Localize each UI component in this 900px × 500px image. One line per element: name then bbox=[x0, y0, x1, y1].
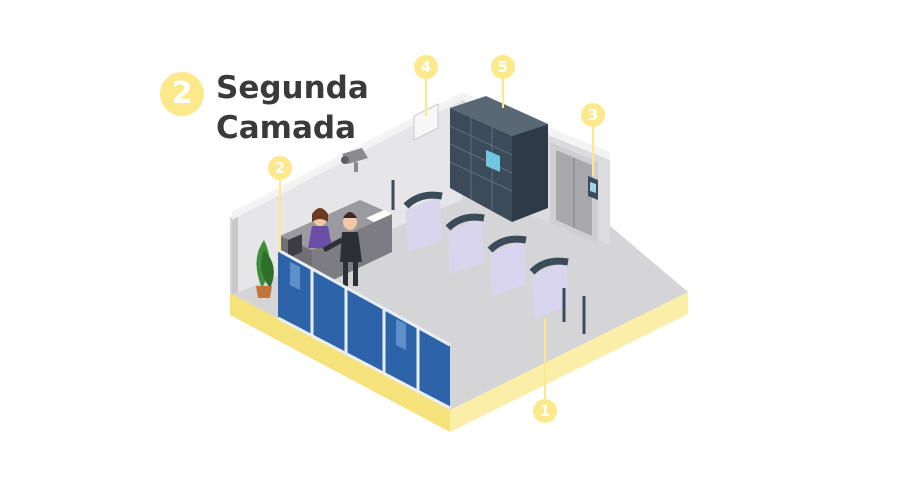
layer-title-text: Segunda Camada bbox=[216, 68, 416, 148]
receptionist-figure bbox=[308, 208, 332, 248]
elevator-door bbox=[550, 142, 598, 244]
biometric-reader bbox=[588, 176, 598, 200]
turnstile-gate bbox=[529, 257, 586, 334]
marker-2-label: 2 bbox=[275, 159, 285, 177]
turnstile-gate bbox=[391, 180, 443, 252]
marker-4: 4 bbox=[414, 55, 438, 79]
glass-partition bbox=[277, 248, 451, 410]
turnstile-row bbox=[391, 180, 586, 334]
marker-1-label: 1 bbox=[540, 402, 550, 420]
wall-panel bbox=[413, 103, 439, 141]
base-slab bbox=[230, 292, 688, 432]
potted-plant bbox=[256, 240, 274, 298]
layer-title-line1: Segunda bbox=[216, 70, 369, 106]
marker-3: 3 bbox=[581, 103, 605, 127]
layer-title-line2: Camada bbox=[216, 110, 356, 146]
turnstile-gate bbox=[487, 235, 527, 296]
layer-number-badge: 2 bbox=[160, 72, 204, 116]
smart-lockers bbox=[449, 96, 548, 222]
security-camera bbox=[341, 148, 368, 172]
marker-5-label: 5 bbox=[498, 58, 508, 76]
visitor-figure bbox=[322, 212, 362, 286]
marker-4-label: 4 bbox=[421, 58, 431, 76]
marker-3-label: 3 bbox=[588, 106, 598, 124]
marker-2: 2 bbox=[268, 156, 292, 180]
marker-5: 5 bbox=[491, 55, 515, 79]
turnstile-gate bbox=[445, 213, 485, 274]
marker-1: 1 bbox=[533, 399, 557, 423]
marker-leader-lines bbox=[279, 78, 594, 400]
